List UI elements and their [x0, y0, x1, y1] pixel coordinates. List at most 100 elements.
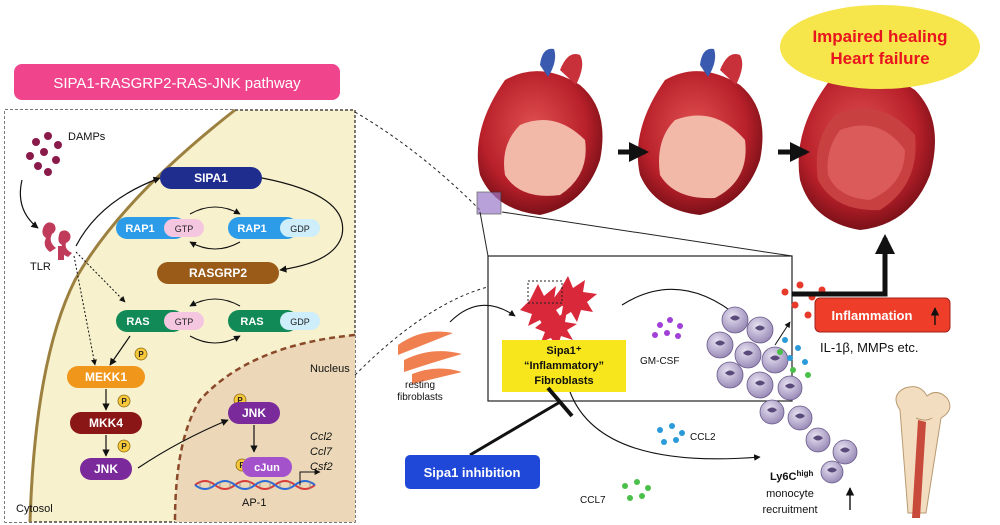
- gmcsf-arrow: [621, 288, 741, 319]
- transcription-arrow: [299, 469, 321, 485]
- resting-label-line1: resting: [405, 380, 435, 391]
- phospho-label-jnk-nuc: P: [237, 396, 243, 405]
- gtp-badge: [164, 219, 204, 237]
- inflammation-label: Inflammation: [832, 308, 913, 323]
- ccl2-particles-icon: [657, 423, 685, 445]
- ly6c-base: Ly6C: [770, 471, 797, 483]
- ly6c-sup: high: [797, 469, 814, 478]
- inset-line-left: [479, 211, 489, 257]
- inset-line-right: [501, 211, 793, 257]
- rasgrp2-node: [157, 262, 279, 284]
- jnk-nuc-node: [228, 402, 280, 424]
- zoom-origin-box: [527, 280, 563, 304]
- gmcsf-label: GM-CSF: [640, 356, 679, 367]
- tlr-to-mekk1-arrow: [73, 255, 97, 366]
- sipa1-to-rasgrp2-arrow: [261, 177, 344, 273]
- rap1-forward-arrow: [189, 206, 241, 215]
- damps-to-tlr-arrow: [19, 179, 39, 229]
- zoom-line-top: [354, 111, 481, 211]
- ly6c-label: Ly6Chigh: [770, 469, 813, 483]
- cjun-node: [242, 457, 292, 477]
- mkk4-label: MKK4: [89, 416, 123, 430]
- outcome-line2: Heart failure: [830, 49, 929, 68]
- pathway-banner: [14, 64, 340, 100]
- jnk-cyto-node: [80, 458, 132, 480]
- cytosol-label: Cytosol: [16, 503, 53, 515]
- mekk1-node: [67, 366, 145, 388]
- phospho-badge-mekk1: [134, 347, 148, 361]
- nucleus-label: Nucleus: [310, 363, 350, 375]
- gene-ccl2: Ccl2: [310, 431, 332, 443]
- recruitment-label: recruitment: [762, 504, 817, 516]
- fib-label-line1: Sipa1⁺: [546, 345, 581, 357]
- fib-label-line3: Fibroblasts: [534, 375, 593, 387]
- gene-csf2: Csf2: [310, 461, 333, 473]
- dna-icon: [194, 480, 316, 490]
- rap1-reverse-arrow: [189, 241, 241, 250]
- nuclear-envelope: [173, 333, 356, 523]
- ccl7-label: CCL7: [580, 495, 606, 506]
- sipa1-label: SIPA1: [194, 171, 228, 185]
- fib-label-line2: “Inflammatory”: [524, 360, 604, 372]
- ras-gdp-node: [228, 310, 298, 332]
- mekk1-label: MEKK1: [85, 370, 127, 384]
- tlr-receptor-icon: [42, 222, 72, 260]
- sipa1-node: [160, 167, 262, 189]
- gdp-badge-label: GDP: [290, 224, 310, 234]
- ras-forward-arrow: [189, 298, 241, 307]
- gmcsf-particles-icon: [652, 317, 683, 339]
- resting-to-inflammatory-arrow: [449, 304, 516, 323]
- chemokine-recruit-arrow: [569, 391, 761, 461]
- ras-gtp-badge: [164, 312, 204, 330]
- phospho-badge-mkk4: [117, 394, 131, 408]
- monocyte-icon: [706, 306, 858, 484]
- cjun-label: cJun: [254, 462, 280, 474]
- damps-label: DAMPs: [68, 131, 106, 143]
- phospho-badge-jnk: [117, 439, 131, 453]
- sipa1-inhibition-label: Sipa1 inhibition: [424, 465, 521, 480]
- jnk-cyto-label: JNK: [94, 462, 118, 476]
- pathway-title: SIPA1-RASGRP2-RAS-JNK pathway: [53, 75, 301, 92]
- bone-icon: [895, 386, 951, 518]
- resting-label-line2: fibroblasts: [397, 392, 443, 403]
- inhibition-line: [469, 400, 561, 457]
- jnk-translocation-arrow: [137, 419, 229, 469]
- ras-reverse-arrow: [189, 335, 241, 344]
- rap1-gdp-node: [228, 217, 298, 239]
- rap1-gtp-label: RAP1: [125, 223, 154, 235]
- ras-gdp-label: RAS: [240, 316, 263, 328]
- extracellular-region: [5, 110, 235, 522]
- inflammation-path: [792, 265, 888, 297]
- ras-gdp-badge-label: GDP: [290, 317, 310, 327]
- tlr-label: TLR: [30, 261, 51, 273]
- monocyte-label: monocyte: [766, 488, 814, 500]
- inflammatory-fibroblast-box: [502, 340, 626, 392]
- ras-gtp-badge-label: GTP: [175, 317, 194, 327]
- phospho-label-jnk: P: [121, 442, 127, 451]
- ccl2-label: CCL2: [690, 432, 716, 443]
- ras-gdp-badge: [280, 312, 320, 330]
- gene-ccl7: Ccl7: [310, 446, 333, 458]
- il1b-label: IL-1β, MMPs etc.: [820, 340, 919, 355]
- outcome-ellipse: [780, 5, 980, 89]
- inhibition-bar: [546, 386, 574, 418]
- ras-to-mekk1-arrow: [109, 335, 131, 366]
- cell-membrane: [28, 108, 236, 523]
- heart-stage-1: [476, 48, 603, 215]
- fibroblast-icon: [398, 331, 462, 384]
- tlr-to-sipa1-arrow: [75, 176, 161, 247]
- monocyte-to-cytokine-arrow: [774, 321, 791, 346]
- jnk-nuc-label: JNK: [242, 406, 266, 420]
- inflammation-box: [814, 297, 951, 333]
- rasgrp2-label: RASGRP2: [189, 266, 247, 280]
- phospho-label-mekk1: P: [138, 350, 144, 359]
- ras-gtp-label: RAS: [126, 316, 149, 328]
- gdp-badge: [280, 219, 320, 237]
- outcome-line1: Impaired healing: [812, 27, 947, 46]
- damps-particles-icon: [26, 132, 62, 176]
- heart-stage-2: [637, 48, 763, 215]
- mkk4-node: [70, 412, 142, 434]
- sipa1-inhibition-box: [405, 455, 540, 489]
- phospho-label-mkk4: P: [121, 397, 127, 406]
